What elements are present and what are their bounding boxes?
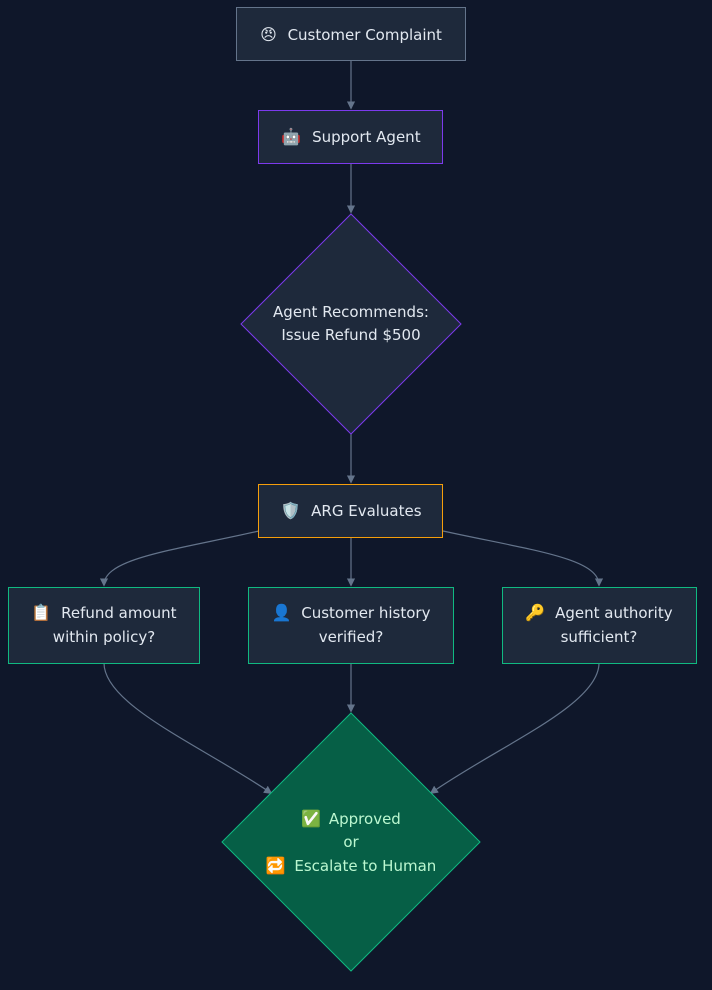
check-history-line1: Customer history xyxy=(301,604,430,622)
shield-icon: 🛡️ xyxy=(280,501,300,520)
edge-check-authority-to-final xyxy=(429,662,600,794)
svg-text:😠 Customer Complaint: 😠 Customer Complaint xyxy=(260,25,442,44)
check-refund-line2: within policy? xyxy=(53,628,155,646)
svg-text:🔑 Agent authority: 🔑 Agent authority xyxy=(525,603,672,622)
escalate-label: Escalate to Human xyxy=(294,857,436,875)
approved-label: Approved xyxy=(329,810,401,828)
svg-text:📋 Refund amount: 📋 Refund amount xyxy=(31,603,176,622)
or-label: or xyxy=(343,833,359,851)
arg-evaluates-label: ARG Evaluates xyxy=(311,502,422,520)
agent-recommends-line1: Agent Recommends: xyxy=(273,303,429,321)
person-icon: 👤 xyxy=(272,603,292,622)
final-decision-node: ✅ Approved or 🔁 Escalate to Human xyxy=(221,712,481,972)
check-mark-icon: ✅ xyxy=(301,809,321,828)
check-refund-node: 📋 Refund amount within policy? xyxy=(8,587,200,664)
arg-evaluates-node: 🛡️ ARG Evaluates xyxy=(258,484,443,538)
svg-text:👤 Customer history: 👤 Customer history xyxy=(272,603,431,622)
agent-recommends-node: Agent Recommends: Issue Refund $500 xyxy=(240,213,462,435)
edges xyxy=(99,61,604,794)
edge-arg-to-check-refund xyxy=(99,530,260,587)
svg-text:✅ Approved: ✅ Approved xyxy=(301,809,401,828)
check-authority-line2: sufficient? xyxy=(561,628,638,646)
svg-text:🔁 Escalate to Human: 🔁 Escalate to Human xyxy=(266,856,437,875)
angry-face-icon: 😠 xyxy=(260,25,277,44)
check-history-line2: verified? xyxy=(319,628,384,646)
customer-complaint-label: Customer Complaint xyxy=(288,26,442,44)
check-authority-node: 🔑 Agent authority sufficient? xyxy=(502,587,697,664)
clipboard-icon: 📋 xyxy=(31,603,51,622)
repeat-icon: 🔁 xyxy=(266,856,286,875)
check-history-node: 👤 Customer history verified? xyxy=(248,587,454,664)
check-authority-line1: Agent authority xyxy=(555,604,673,622)
edge-check-refund-to-final xyxy=(103,662,273,794)
agent-recommends-line2: Issue Refund $500 xyxy=(281,326,420,344)
key-icon: 🔑 xyxy=(525,603,545,622)
check-refund-line1: Refund amount xyxy=(61,604,177,622)
support-agent-label: Support Agent xyxy=(312,128,421,146)
customer-complaint-node: 😠 Customer Complaint xyxy=(236,7,466,61)
edge-arg-to-check-authority xyxy=(442,530,604,587)
svg-text:🛡️ ARG Evaluates: 🛡️ ARG Evaluates xyxy=(280,501,421,520)
support-agent-node: 🤖 Support Agent xyxy=(258,110,443,164)
svg-text:🤖 Support Agent: 🤖 Support Agent xyxy=(281,127,420,146)
robot-icon: 🤖 xyxy=(281,127,301,146)
